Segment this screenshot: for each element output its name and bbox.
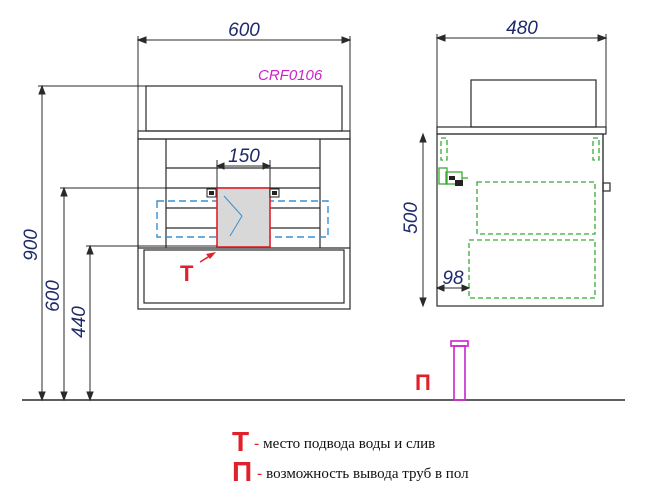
front-countertop bbox=[137, 130, 351, 140]
legend-item-floor: П-возможность вывода труб в пол bbox=[232, 456, 469, 488]
front-view bbox=[137, 85, 351, 310]
legend-item-water: Т-место подвода воды и слив bbox=[232, 426, 435, 458]
front-sink bbox=[145, 85, 343, 132]
label-inlet-height: 600 bbox=[43, 280, 64, 312]
front-open-shelf bbox=[143, 249, 345, 304]
dim-offset bbox=[435, 284, 471, 292]
legend-text-water: место подвода воды и слив bbox=[263, 436, 436, 452]
front-cabinet bbox=[137, 138, 351, 310]
dim-front-width bbox=[136, 36, 352, 131]
legend-dash: - bbox=[257, 466, 263, 482]
label-outlet-height: 440 bbox=[69, 306, 90, 338]
side-view bbox=[436, 79, 611, 307]
label-zone-width: 150 bbox=[228, 146, 260, 167]
dim-body-height bbox=[419, 132, 427, 308]
side-handle bbox=[602, 182, 611, 192]
label-front-width: 600 bbox=[228, 20, 260, 41]
dim-side-depth bbox=[435, 34, 608, 127]
label-body-height: 500 bbox=[401, 202, 422, 234]
dim-zone-width bbox=[215, 160, 272, 188]
side-sink bbox=[470, 79, 597, 128]
marker-t: Т bbox=[180, 261, 194, 286]
side-countertop bbox=[436, 126, 607, 135]
model-code: CRF0106 bbox=[258, 67, 323, 84]
dim-total-height bbox=[38, 84, 146, 402]
legend-dash: - bbox=[254, 436, 260, 452]
marker-p: П bbox=[415, 370, 431, 395]
dim-outlet-height bbox=[86, 244, 217, 402]
legend-letter-p: П bbox=[232, 456, 253, 487]
side-internal-parts bbox=[440, 137, 600, 299]
side-siphon bbox=[438, 167, 468, 186]
legend-text-floor: возможность вывода труб в пол bbox=[266, 466, 469, 482]
dim-inlet-height bbox=[60, 186, 207, 402]
label-offset: 98 bbox=[442, 268, 464, 289]
legend-letter-t: Т bbox=[232, 426, 250, 457]
floor-pipe bbox=[450, 340, 469, 401]
label-total-height: 900 bbox=[21, 229, 42, 261]
label-side-depth: 480 bbox=[506, 18, 538, 39]
